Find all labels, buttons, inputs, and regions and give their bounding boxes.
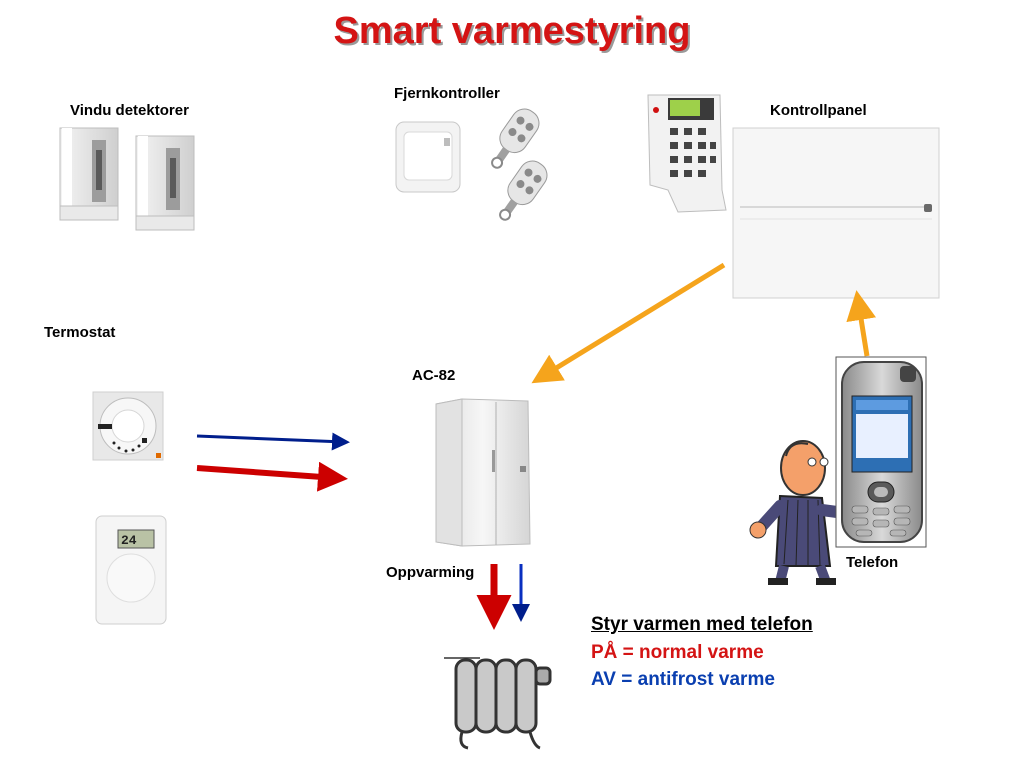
radiator-icon (444, 657, 552, 750)
window-detector-1 (59, 127, 119, 221)
wall-remote-button (395, 121, 461, 193)
orange-arrow-panel-to-ac82 (531, 262, 726, 384)
mobile-phone (835, 356, 927, 548)
note-heading: Styr varmen med telefon (591, 614, 813, 635)
window-detector-2 (135, 135, 195, 231)
ac82-unit (435, 398, 531, 547)
label-heating: Oppvarming (386, 564, 475, 581)
label-thermostat: Termostat (44, 324, 116, 341)
thermostat-dial (92, 391, 164, 461)
page-title: Smart varmestyring (333, 10, 691, 52)
keypad-panel (647, 94, 727, 213)
note-off: AV = antifrost varme (591, 669, 775, 690)
keyfob-remote-1 (491, 108, 540, 169)
note-on: PÅ = normal varme (591, 642, 764, 663)
keyfob-remote-2 (499, 160, 548, 221)
label-ac82: AC-82 (412, 367, 456, 384)
label-remotes: Fjernkontroller (394, 85, 500, 102)
label-window-detectors: Vindu detektorer (70, 102, 189, 119)
label-phone: Telefon (846, 554, 899, 571)
red-arrow-thermostat (196, 461, 348, 492)
thermostat-digital (95, 515, 167, 625)
label-control-panel: Kontrollpanel (770, 102, 867, 119)
thermostat-display-value: 24 (121, 533, 137, 548)
orange-arrow-phone-to-panel (846, 290, 876, 357)
blue-arrow-thermostat (196, 432, 350, 451)
control-panel-box (732, 127, 940, 299)
